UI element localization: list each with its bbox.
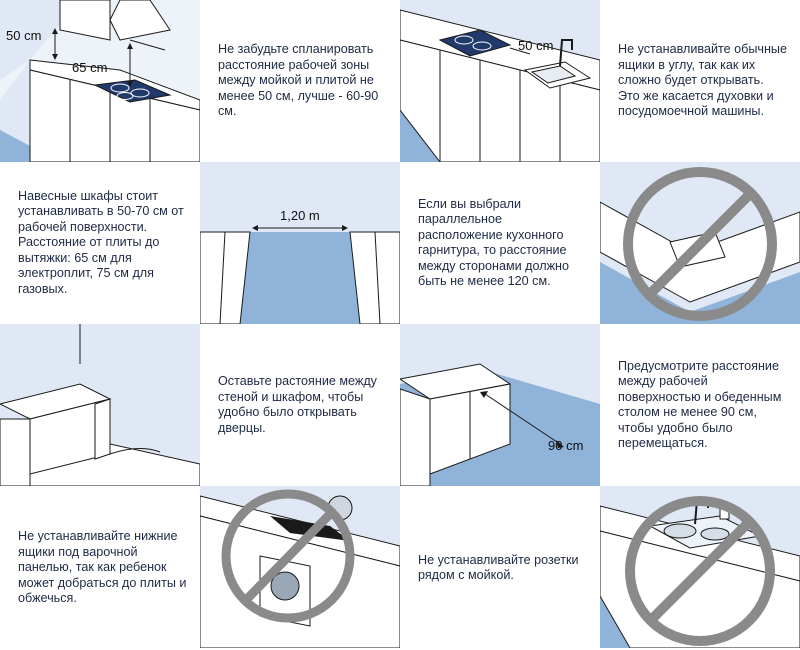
- tip-text: Не устанавливайте обычные ящики в углу, …: [618, 42, 787, 119]
- tip-text: Навесные шкафы стоит устанавливать в 50-…: [18, 188, 184, 296]
- table-distance-label: 90 cm: [548, 438, 583, 453]
- tip-text: Если вы выбрали параллельное расположени…: [418, 196, 569, 289]
- parallel-distance-label: 1,20 m: [280, 208, 320, 223]
- tip-sink-stove-distance: Не забудьте спланировать расстояние рабо…: [200, 0, 400, 162]
- tip-text: Предусмотрите расстояние между рабочей п…: [618, 358, 782, 451]
- tip-text: Не забудьте спланировать расстояние рабо…: [218, 42, 379, 119]
- illustration-hood-and-hob: 50 cm 65 cm: [0, 0, 200, 162]
- illustration-table-distance: 90 cm: [400, 324, 600, 486]
- illustration-sink-and-hob: 50 cm: [400, 0, 600, 162]
- tip-table-distance: Предусмотрите расстояние между рабочей п…: [600, 324, 800, 486]
- prohibited-icon: [625, 496, 775, 646]
- tip-text: Не устанавливайте нижние ящики под вароч…: [18, 529, 187, 606]
- illustration-parallel-layout: 1,20 m: [200, 162, 400, 324]
- illustration-socket-near-sink-prohibited: [600, 486, 800, 650]
- tip-text: Оставьте растояние между стеной и шкафом…: [218, 374, 377, 435]
- illustration-child-under-hob-prohibited: [200, 486, 400, 650]
- tip-no-sockets-near-sink: Не устанавливайте розетки рядом с мойкой…: [400, 486, 600, 650]
- illustration-wall-gap: [0, 324, 200, 486]
- illustration-corner-drawer-prohibited: [600, 162, 800, 324]
- prohibited-icon: [623, 167, 777, 321]
- tip-corner-drawers: Не устанавливайте обычные ящики в углу, …: [600, 0, 800, 162]
- tip-parallel-layout: Если вы выбрали параллельное расположени…: [400, 162, 600, 324]
- tip-wall-gap: Оставьте растояние между стеной и шкафом…: [200, 324, 400, 486]
- prohibited-icon: [221, 489, 355, 623]
- tip-no-drawers-under-hob: Не устанавливайте нижние ящики под вароч…: [0, 486, 200, 650]
- sink-hob-distance-label: 50 cm: [518, 38, 553, 53]
- tip-wall-cabinets-height: Навесные шкафы стоит устанавливать в 50-…: [0, 162, 200, 324]
- hob-distance-label: 65 cm: [72, 60, 107, 75]
- tip-text: Не устанавливайте розетки рядом с мойкой…: [418, 552, 579, 583]
- hood-distance-label: 50 cm: [6, 28, 41, 43]
